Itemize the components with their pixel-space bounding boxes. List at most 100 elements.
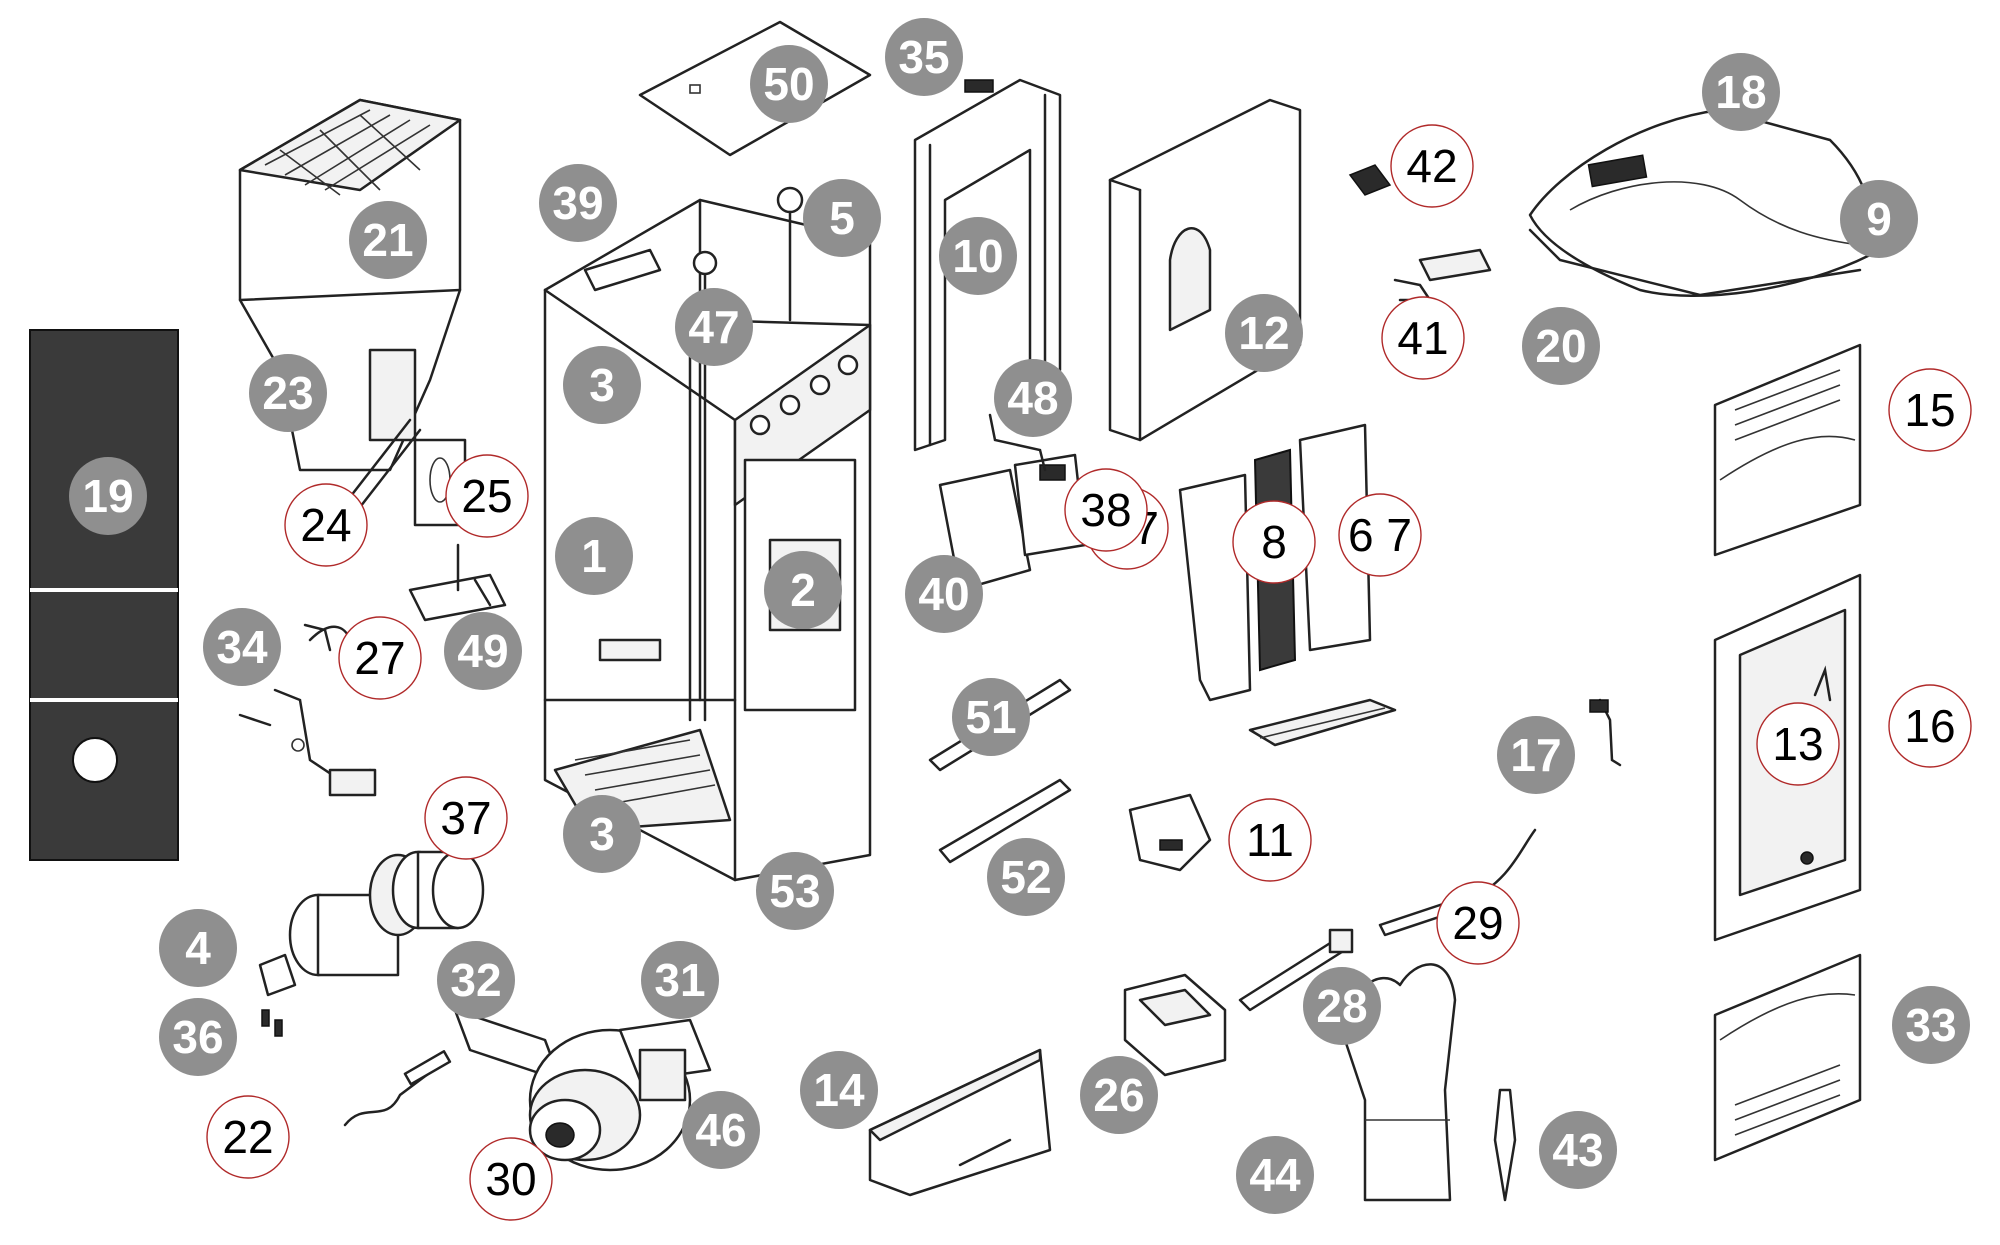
callout-badge	[284, 483, 368, 567]
callout-badge	[1338, 493, 1422, 577]
callout-number: 30	[485, 1153, 536, 1205]
callout-3: 3	[563, 795, 641, 873]
callout-number: 13	[1772, 718, 1823, 770]
callout-number: 39	[552, 177, 603, 229]
callout-40: 40	[905, 555, 983, 633]
callout-number: 25	[461, 470, 512, 522]
callout-32: 32	[437, 941, 515, 1019]
callout-number: 47	[688, 301, 739, 353]
callout-52: 52	[987, 838, 1065, 916]
callout-17: 17	[1497, 716, 1575, 794]
callout-badge	[1840, 180, 1918, 258]
callout-35: 35	[885, 18, 963, 96]
callout-badge	[159, 909, 237, 987]
callout-badge	[675, 288, 753, 366]
callout-number: 53	[769, 865, 820, 917]
part-top-cover	[1528, 108, 1874, 298]
callout-47: 47	[675, 288, 753, 366]
callout-badge	[764, 551, 842, 629]
callout-number: 19	[82, 470, 133, 522]
callout-badge	[682, 1091, 760, 1169]
callout-23: 23	[249, 354, 327, 432]
callout-number: 16	[1904, 700, 1955, 752]
part-pellet-hopper	[238, 98, 467, 527]
callout-19: 19	[69, 457, 147, 535]
callout-number: 5	[829, 192, 855, 244]
callout-10: 10	[939, 217, 1017, 295]
callout-39: 39	[539, 164, 617, 242]
callout-37: 37	[424, 776, 508, 860]
callout-53: 53	[756, 852, 834, 930]
callout-31: 31	[641, 941, 719, 1019]
callout-number: 8	[1261, 516, 1287, 568]
callout-badge	[1892, 986, 1970, 1064]
callout-badge	[539, 164, 617, 242]
callout-number: 6 7	[1348, 509, 1412, 561]
callout-number: 36	[172, 1011, 223, 1063]
callout-27: 27	[338, 616, 422, 700]
part-cartridge-heater	[1238, 928, 1354, 1012]
callout-badge	[987, 838, 1065, 916]
part-brazier-housing	[1123, 973, 1227, 1077]
parts-drawing	[29, 20, 1874, 1202]
callout-badge	[249, 354, 327, 432]
callout-badge	[206, 1095, 290, 1179]
callout-26: 26	[1080, 1056, 1158, 1134]
callout-43: 43	[1539, 1111, 1617, 1189]
callout-number: 18	[1715, 66, 1766, 118]
callout-number: 3	[589, 359, 615, 411]
callout-badge	[994, 359, 1072, 437]
callout-36: 36	[159, 998, 237, 1076]
callout-14: 14	[800, 1051, 878, 1129]
callout-4: 4	[159, 909, 237, 987]
callout-number: 3	[589, 808, 615, 860]
callout-8: 8	[1232, 500, 1316, 584]
part-combustion-fan	[288, 850, 485, 977]
callout-51: 51	[952, 678, 1030, 756]
part-scraper-tool	[1493, 1088, 1517, 1202]
callout-badge	[803, 179, 881, 257]
callout-3: 3	[563, 346, 641, 424]
part-back-panel	[1108, 98, 1302, 442]
callout-badge	[445, 454, 529, 538]
part-small-bracket	[408, 543, 507, 622]
callout-badge	[338, 616, 422, 700]
callout-number: 38	[1080, 484, 1131, 536]
callout-13: 13	[1756, 702, 1840, 786]
callout-badge	[555, 517, 633, 595]
callout-number: 24	[300, 499, 351, 551]
callout-number: 4	[185, 922, 211, 974]
callout-33: 33	[1892, 986, 1970, 1064]
callout-badge	[1497, 716, 1575, 794]
callout-number: 1	[581, 530, 607, 582]
callout-28: 28	[1303, 967, 1381, 1045]
callout-labels: 1233456 76 78910111213141516171819202122…	[69, 18, 1972, 1221]
callout-badge	[1236, 1136, 1314, 1214]
callout-number: 44	[1249, 1149, 1301, 1201]
callout-50: 50	[750, 45, 828, 123]
callout-badge	[349, 201, 427, 279]
callout-number: 50	[763, 58, 814, 110]
callout-21: 21	[349, 201, 427, 279]
callout-number: 34	[216, 621, 268, 673]
callout-number: 32	[450, 954, 501, 1006]
callout-badge	[1390, 124, 1474, 208]
callout-46: 46	[682, 1091, 760, 1169]
callout-number: 40	[918, 568, 969, 620]
callout-number: 26	[1093, 1069, 1144, 1121]
callout-29: 29	[1436, 881, 1520, 965]
callout-badge	[885, 18, 963, 96]
callout-badge	[1225, 294, 1303, 372]
callout-49: 49	[444, 612, 522, 690]
callout-number: 11	[1246, 814, 1294, 866]
callout-number: 41	[1397, 312, 1448, 364]
callout-badge	[1436, 881, 1520, 965]
callout-41: 41	[1381, 296, 1465, 380]
callout-25: 25	[445, 454, 529, 538]
callout-badge	[69, 457, 147, 535]
callout-badge	[1228, 798, 1312, 882]
callout-badge	[1381, 296, 1465, 380]
callout-42: 42	[1390, 124, 1474, 208]
callout-badge	[1756, 702, 1840, 786]
callout-badge	[469, 1137, 553, 1221]
